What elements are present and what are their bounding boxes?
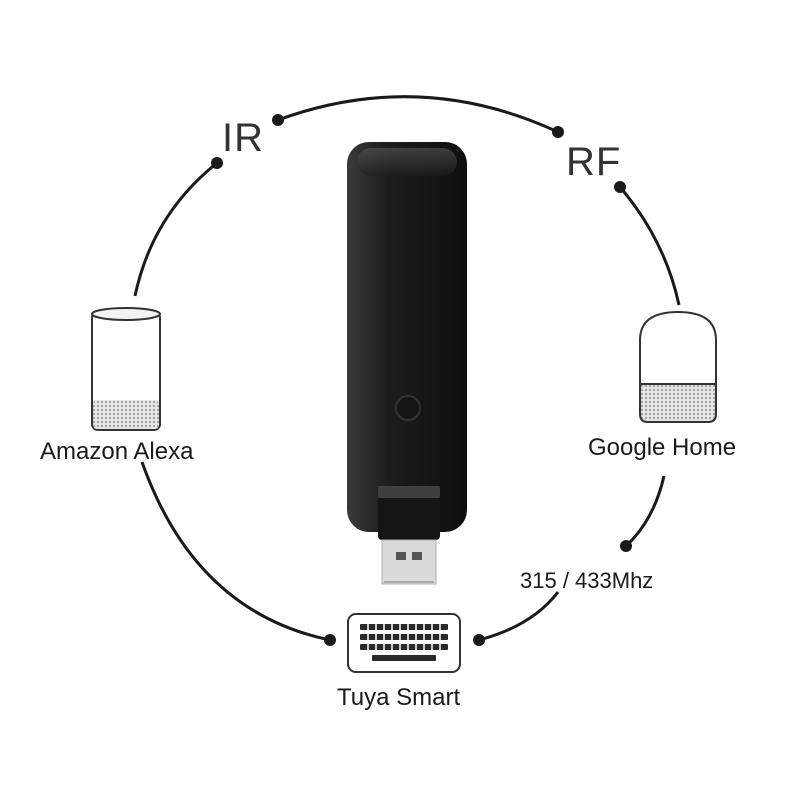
tuya-smart-label: Tuya Smart [337,684,461,711]
node-tuya-left [324,634,336,646]
node-rf-left [552,126,564,138]
arc-upper-left [133,161,218,297]
node-ir-left [211,157,223,169]
sound-wave-icon-right [540,346,628,406]
rf-label: RF [566,140,622,184]
node-rf-right [614,181,626,193]
google-home-speaker-icon [639,310,717,423]
hub-hinge-highlight [378,486,440,498]
hub-hinge [378,488,440,540]
echo-speaker-icon [91,307,161,431]
ir-label: IR [222,116,264,160]
node-frequency [620,540,632,552]
node-tuya-right [473,634,485,646]
arc-top [277,95,559,134]
usb-ir-rf-hub [347,142,467,585]
arc-lower-right [624,475,666,548]
frequency-label: 315 / 433Mhz [520,568,654,593]
keyboard-icon [347,613,461,673]
hub-button-icon [395,395,421,421]
connection-arcs [133,95,681,642]
arc-bottom-right [478,591,560,642]
hub-body [347,142,467,532]
amazon-alexa-label: Amazon Alexa [40,438,194,465]
connection-nodes [211,114,632,646]
sound-wave-icon-left [184,346,272,406]
echo-mesh [93,400,159,429]
google-home-label: Google Home [588,434,737,461]
arc-upper-right [618,186,681,306]
arc-lower-left [140,461,331,642]
usb-connector [381,539,437,585]
google-home-mesh [639,383,717,423]
node-ir-right [272,114,284,126]
